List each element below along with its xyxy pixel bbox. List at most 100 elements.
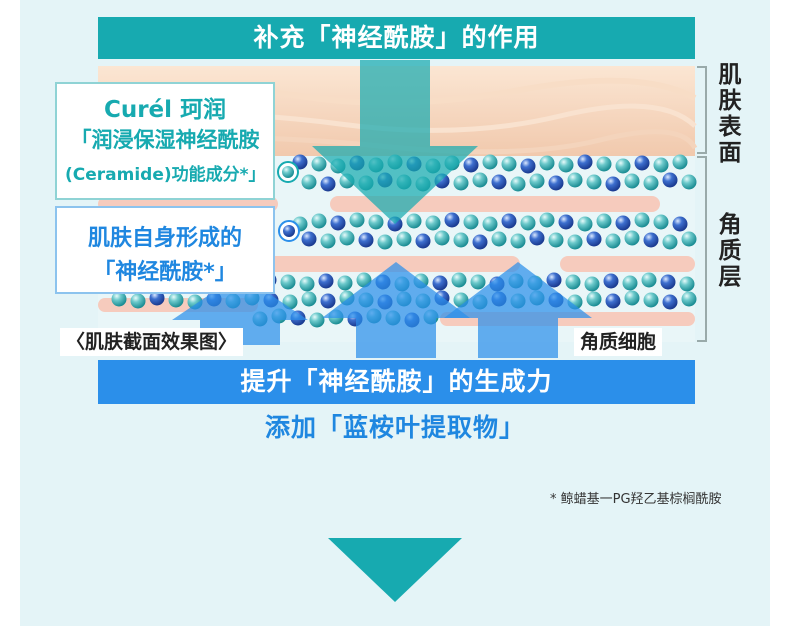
ceramide-particle xyxy=(472,234,488,250)
down-arrow-teal xyxy=(312,60,478,224)
ceramide-particle xyxy=(280,274,296,290)
ceramide-particle xyxy=(681,231,697,247)
cross-section-caption: 〈肌肤截面效果图〉 xyxy=(60,328,244,356)
ceramide-particle xyxy=(681,174,697,190)
ceramide-particle xyxy=(660,274,676,290)
ceramide-particle xyxy=(491,231,507,247)
ceramide-particle xyxy=(510,233,526,249)
ceramide-particle xyxy=(463,157,479,173)
ceramide-particle xyxy=(558,214,574,230)
ceramide-particle xyxy=(337,275,353,291)
ceramide-particle xyxy=(349,212,365,228)
down-triangle-icon xyxy=(328,538,462,602)
ceramide-particle xyxy=(584,276,600,292)
corneocyte-caption: 角质细胞 xyxy=(574,328,663,356)
ceramide-particle xyxy=(491,174,507,190)
ceramide-particle xyxy=(482,216,498,232)
ceramide-particle xyxy=(672,154,688,170)
ceramide-particle xyxy=(624,230,640,246)
ceramide-particle xyxy=(641,272,657,288)
ceramide-particle xyxy=(501,213,517,229)
ceramide-particle xyxy=(672,216,688,232)
ceramide-particle xyxy=(643,232,659,248)
ceramide-particle xyxy=(396,231,412,247)
ceramide-particle xyxy=(615,158,631,174)
ceramide-particle xyxy=(662,172,678,188)
ceramide-particle xyxy=(605,176,621,192)
ceramide-particle xyxy=(425,215,441,231)
ceramide-particle xyxy=(653,214,669,230)
curel-info-box: Curél 珂润 「润浸保湿神经酰胺 (Ceramide)功能成分*」 xyxy=(55,82,275,200)
ceramide-particle xyxy=(377,234,393,250)
ceramide-particle xyxy=(577,216,593,232)
ceramide-particle xyxy=(358,232,374,248)
ceramide-particle xyxy=(432,275,448,291)
bottom-banner: 提升「神经酰胺」的生成力 xyxy=(98,360,695,404)
ceramide-particle xyxy=(622,275,638,291)
ceramide-particle xyxy=(320,176,336,192)
up-arrow-blue xyxy=(322,262,470,358)
curel-line-3: (Ceramide)功能成分*」 xyxy=(65,165,266,185)
ceramide-particle xyxy=(130,293,146,309)
ceramide-particle xyxy=(453,232,469,248)
skin-surface-label: 肌肤表面 xyxy=(718,62,742,166)
ceramide-particle xyxy=(615,215,631,231)
ceramide-particle xyxy=(330,215,346,231)
ceramide-particle xyxy=(320,293,336,309)
surface-bracket xyxy=(697,66,707,154)
ceramide-particle xyxy=(406,213,422,229)
ceramide-particle xyxy=(168,292,184,308)
ceramide-particle xyxy=(662,234,678,250)
ceramide-particle xyxy=(529,173,545,189)
ceramide-particle xyxy=(368,214,384,230)
ceramide-particle xyxy=(529,230,545,246)
ceramide-particle xyxy=(299,276,315,292)
stratum-corneum-label: 角质层 xyxy=(718,212,742,290)
ceramide-particle xyxy=(539,212,555,228)
ceramide-particle xyxy=(301,291,317,307)
curel-line-2: 「润浸保湿神经酰胺 xyxy=(70,128,260,152)
ceramide-particle xyxy=(520,215,536,231)
curel-brand: Curél 珂润 xyxy=(103,97,227,123)
ceramide-particle xyxy=(634,212,650,228)
ceramide-particle xyxy=(510,176,526,192)
connector-bead-teal xyxy=(282,166,294,178)
ceramide-particle xyxy=(603,273,619,289)
ceramide-particle xyxy=(577,154,593,170)
skin-box-line-1: 肌肤自身形成的 xyxy=(87,226,242,251)
ceramide-particle xyxy=(596,156,612,172)
ceramide-particle xyxy=(653,157,669,173)
ceramide-particle xyxy=(520,158,536,174)
ceramide-particle xyxy=(453,175,469,191)
ceramide-particle xyxy=(482,154,498,170)
ceramide-particle xyxy=(596,213,612,229)
ceramide-particle xyxy=(339,230,355,246)
additive-line: 添加「蓝桉叶提取物」 xyxy=(264,413,525,442)
ceramide-particle xyxy=(567,234,583,250)
stratum-bracket xyxy=(697,156,707,342)
ceramide-particle xyxy=(567,172,583,188)
up-arrow-blue xyxy=(172,274,308,345)
ceramide-particle xyxy=(470,274,486,290)
ceramide-particle xyxy=(415,233,431,249)
ceramide-particle xyxy=(624,290,640,306)
ceramide-particle xyxy=(539,155,555,171)
ceramide-particle xyxy=(624,173,640,189)
ceramide-particle xyxy=(463,214,479,230)
ceramide-particle xyxy=(111,291,127,307)
ceramide-particle xyxy=(586,174,602,190)
ceramide-particle xyxy=(501,156,517,172)
ceramide-particles xyxy=(111,154,697,328)
footnote: * 鲸蜡基一PG羟乙基棕榈酰胺 xyxy=(550,492,722,507)
ceramide-particle xyxy=(301,174,317,190)
ceramide-particle xyxy=(309,312,325,328)
skin-box-line-2: 「神经酰胺*」 xyxy=(93,260,237,285)
ceramide-particle xyxy=(679,276,695,292)
ceramide-particle xyxy=(565,274,581,290)
ceramide-particle xyxy=(434,230,450,246)
ceramide-particle xyxy=(586,231,602,247)
up-arrow-blue xyxy=(444,262,592,358)
ceramide-particle xyxy=(586,291,602,307)
